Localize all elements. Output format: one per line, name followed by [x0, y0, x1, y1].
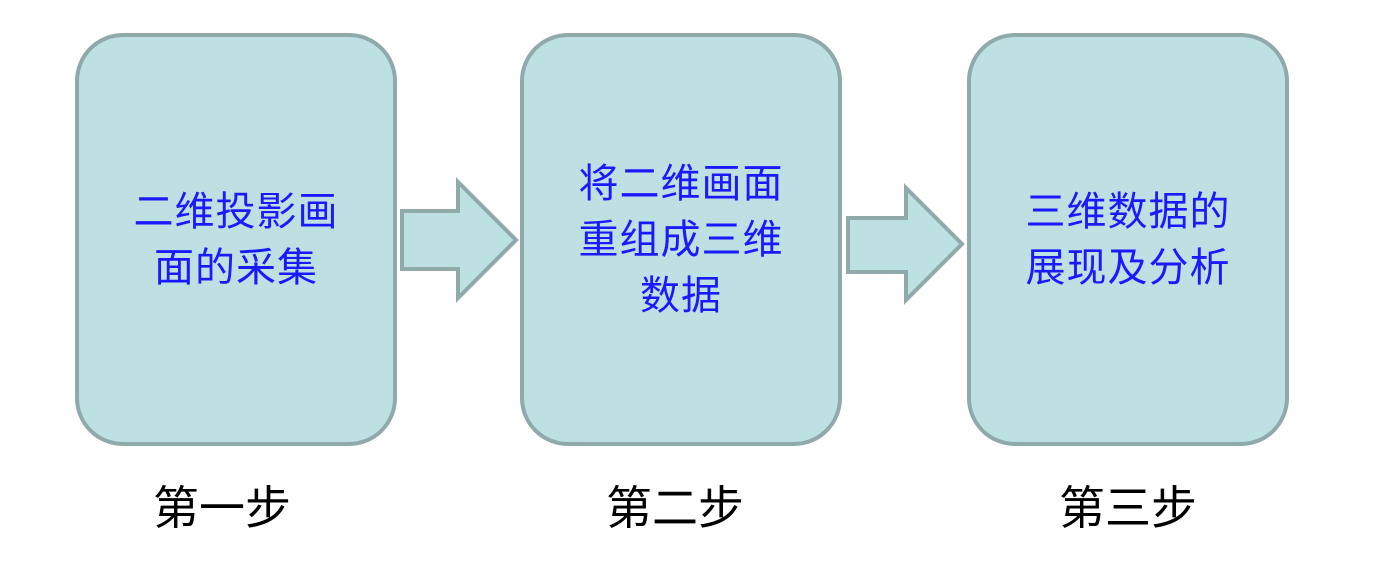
step-2-box: 将二维画面 重组成三维 数据: [520, 33, 842, 446]
step-2-text-line: 将二维画面: [578, 160, 784, 207]
step-3-text-line: 三维数据的: [1025, 188, 1231, 235]
step-1-text-line: 二维投影画: [133, 188, 339, 235]
step-3-text-line: 展现及分析: [1025, 244, 1231, 291]
step-1-box: 二维投影画 面的采集: [75, 33, 397, 446]
step-2-text-line: 重组成三维: [578, 216, 784, 263]
step-1-text-line: 面的采集: [154, 244, 318, 291]
step-3-label: 第三步: [1059, 481, 1197, 535]
arrow-right-icon: [400, 177, 519, 303]
arrow-right-icon: [846, 183, 965, 305]
step-2-label: 第二步: [606, 481, 744, 535]
step-3-box: 三维数据的 展现及分析: [967, 33, 1289, 446]
step-1-label: 第一步: [153, 481, 291, 535]
step-2-text-line: 数据: [640, 272, 722, 319]
